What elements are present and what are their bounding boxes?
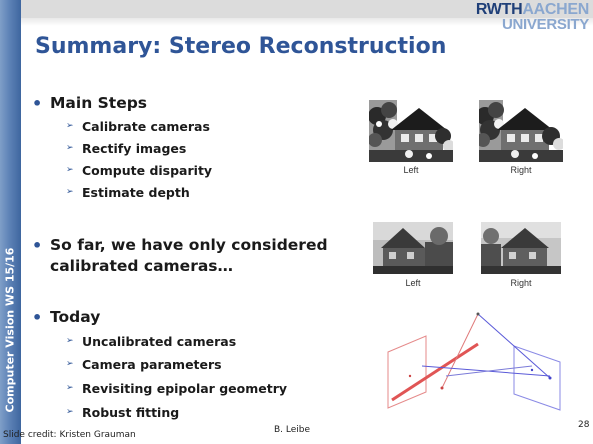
sub-item: ➢ Robust fitting — [66, 405, 180, 420]
bullet-text: Main Steps — [50, 94, 148, 112]
course-label: Computer Vision WS 15/16 — [3, 247, 17, 413]
arrow-bullet-icon: ➢ — [66, 187, 74, 197]
bullet-calibrated: • So far, we have only considered — [32, 236, 328, 255]
logo-university: UNIVERSITY — [501, 16, 589, 33]
stereo-image-left-1 — [369, 100, 453, 162]
sub-item-text: Robust fitting — [82, 405, 180, 420]
caption-left-2: Left — [405, 278, 421, 288]
bullet-dot-icon: • — [32, 236, 43, 255]
bullet-text: Today — [50, 308, 101, 326]
caption-right-2: Right — [510, 278, 532, 288]
page-number: 28 — [578, 420, 590, 430]
bullet-main-steps: • Main Steps — [32, 94, 148, 113]
sub-item: ➢ Uncalibrated cameras — [66, 334, 237, 349]
sub-item-text: Revisiting epipolar geometry — [82, 381, 288, 396]
arrow-bullet-icon: ➢ — [66, 121, 74, 131]
bullet-today: • Today — [32, 308, 101, 327]
sub-item: ➢ Revisiting epipolar geometry — [66, 381, 288, 396]
sub-item: ➢ Compute disparity — [66, 163, 213, 178]
stereo-image-left-2 — [373, 222, 453, 274]
slide-author: B. Leibe — [274, 425, 311, 435]
logo-aachen: AACHEN — [522, 1, 589, 18]
sub-item: ➢ Estimate depth — [66, 185, 190, 200]
logo-rwth: RWTH — [475, 1, 523, 18]
university-logo: RWTHAACHEN UNIVERSITY — [475, 1, 589, 33]
sub-item: ➢ Camera parameters — [66, 357, 222, 372]
epipolar-geometry-diagram — [382, 306, 572, 416]
bullet-calibrated-cont: calibrated cameras… — [50, 257, 233, 275]
sub-item-text: Calibrate cameras — [82, 119, 210, 134]
sub-item: ➢ Rectify images — [66, 141, 187, 156]
caption-left-1: Left — [403, 165, 419, 175]
sub-item-text: Uncalibrated cameras — [82, 334, 237, 349]
sub-item-text: Rectify images — [82, 141, 187, 156]
sub-item-text: Camera parameters — [82, 357, 222, 372]
slide-title: Summary: Stereo Reconstruction — [35, 34, 447, 59]
arrow-bullet-icon: ➢ — [66, 359, 74, 369]
top-bar — [0, 0, 593, 18]
side-bar: Computer Vision WS 15/16 — [0, 0, 21, 444]
sub-item-text: Estimate depth — [82, 185, 190, 200]
bullet-dot-icon: • — [32, 94, 43, 113]
bullet-text-line1: So far, we have only considered — [50, 236, 328, 254]
top-bar-shade — [0, 18, 593, 26]
bullet-dot-icon: • — [32, 308, 43, 327]
stereo-image-right-1 — [479, 100, 563, 162]
slide-credit: Slide credit: Kristen Grauman — [3, 430, 136, 440]
caption-right-1: Right — [510, 165, 532, 175]
side-label-container: Computer Vision WS 15/16 — [0, 220, 21, 440]
stereo-image-right-2 — [481, 222, 561, 274]
sub-item-text: Compute disparity — [82, 163, 213, 178]
arrow-bullet-icon: ➢ — [66, 336, 74, 346]
bullet-text-line2: calibrated cameras… — [50, 257, 234, 275]
arrow-bullet-icon: ➢ — [66, 143, 74, 153]
arrow-bullet-icon: ➢ — [66, 407, 74, 417]
arrow-bullet-icon: ➢ — [66, 165, 74, 175]
sub-item: ➢ Calibrate cameras — [66, 119, 210, 134]
arrow-bullet-icon: ➢ — [66, 383, 74, 393]
